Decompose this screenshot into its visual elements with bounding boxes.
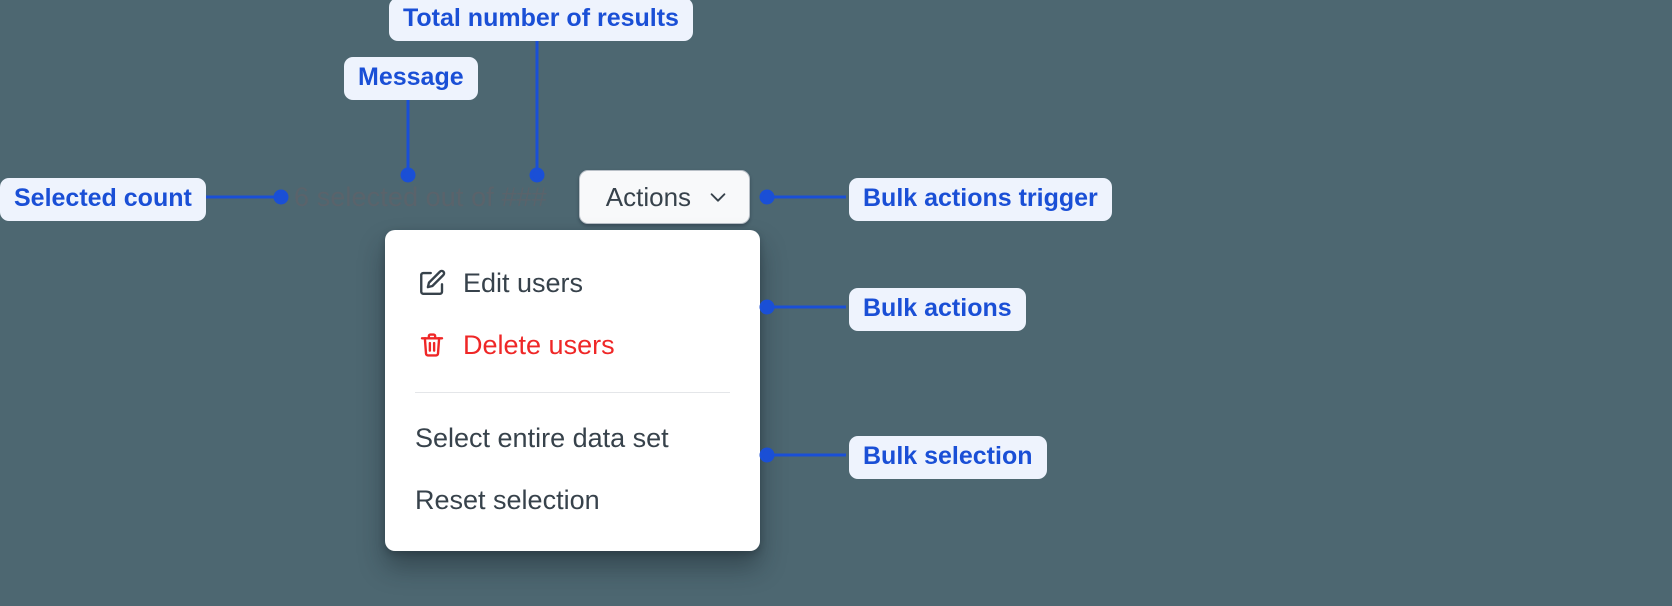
- annotation-label-bulk-actions-trigger: Bulk actions trigger: [849, 178, 1112, 221]
- selection-toolbar: 6 selected out of ### Actions: [294, 169, 751, 225]
- menu-divider: [415, 392, 730, 393]
- menu-item-reset-selection[interactable]: Reset selection: [385, 469, 760, 531]
- chevron-down-icon: [707, 186, 729, 208]
- menu-item-select-entire-data-set[interactable]: Select entire data set: [385, 407, 760, 469]
- pencil-square-icon: [415, 266, 449, 300]
- menu-item-label: Reset selection: [415, 484, 600, 515]
- menu-item-label: Delete users: [463, 329, 615, 360]
- annotation-label-message: Message: [344, 57, 478, 100]
- annotation-label-bulk-selection: Bulk selection: [849, 436, 1047, 479]
- menu-item-edit-users[interactable]: Edit users: [385, 252, 760, 314]
- trash-icon: [415, 328, 449, 362]
- bulk-actions-trigger-label: Actions: [605, 181, 692, 212]
- selected-count-text: 6 selected out of ###: [294, 181, 547, 212]
- bulk-actions-trigger-button[interactable]: Actions: [578, 169, 751, 225]
- menu-item-delete-users[interactable]: Delete users: [385, 314, 760, 376]
- annotation-label-total-results: Total number of results: [389, 0, 693, 41]
- bulk-actions-dropdown-menu: Edit users Delete users Select entire da…: [385, 230, 760, 551]
- annotation-label-selected-count: Selected count: [0, 178, 206, 221]
- menu-item-label: Select entire data set: [415, 422, 669, 453]
- annotation-label-bulk-actions: Bulk actions: [849, 288, 1026, 331]
- menu-item-label: Edit users: [463, 267, 584, 298]
